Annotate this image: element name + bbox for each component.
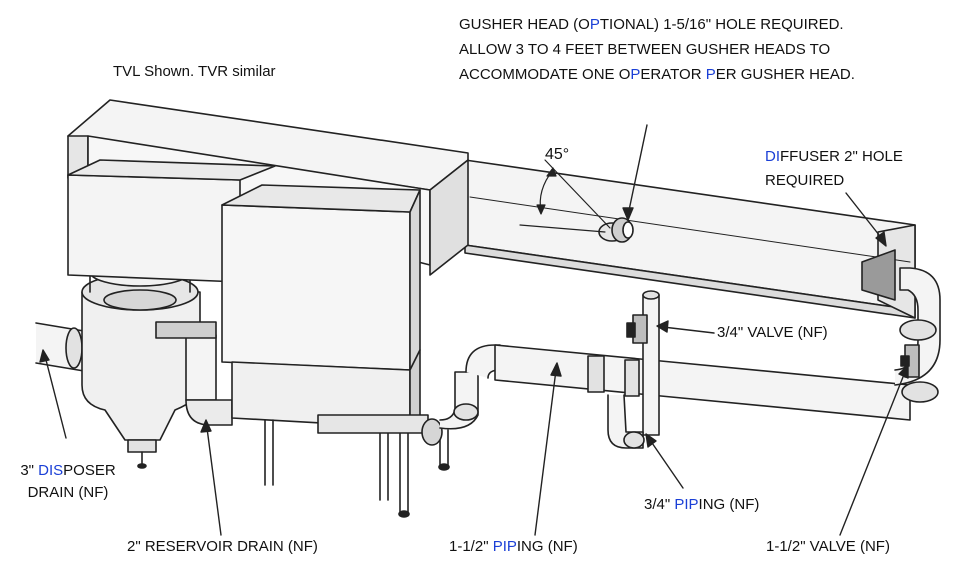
piping-112-line: 1-1/2" PIPING (NF) <box>449 537 578 557</box>
valve-3-4-leader <box>662 326 715 334</box>
label-text: ER GUSHER HEAD. <box>715 66 855 83</box>
label-text: 1-1/2" <box>449 538 493 555</box>
valve-1-1-2-leader <box>839 371 906 536</box>
label-text: DRAIN (NF) <box>27 484 109 501</box>
diffuser-label: DIFFUSER 2" HOLE REQUIRED <box>765 145 903 193</box>
reservoir-drain-pipe <box>155 321 233 426</box>
diffuser-leader <box>845 192 884 241</box>
piping-3-4-leader <box>649 439 684 489</box>
highlight-text: P <box>589 16 600 33</box>
valve-1-1-2-label: 1-1/2" VALVE (NF) <box>766 537 890 557</box>
label-text: ING (NF) <box>516 538 578 555</box>
gusher-line: ALLOW 3 TO 4 FEET BETWEEN GUSHER HEADS T… <box>459 37 855 62</box>
angle-45-marking <box>519 159 611 233</box>
reservoir-leader <box>206 427 222 536</box>
gusher-leader <box>627 124 648 216</box>
caption: TVL Shown. TVR similar <box>113 63 276 80</box>
highlight-text: P <box>630 66 641 83</box>
disposer-unit <box>81 257 201 469</box>
label-text: 3" <box>20 462 39 479</box>
highlight-text: PIP <box>492 538 517 555</box>
gusher-arrow <box>622 207 634 221</box>
piping-3-4-label: 3/4" PIPING (NF) <box>644 495 759 515</box>
diffuser-line: DIFFUSER 2" HOLE <box>765 145 903 169</box>
valve-34-line: 3/4" VALVE (NF) <box>717 323 828 343</box>
piping-1-1-2-arrow <box>550 362 562 377</box>
leader-lines <box>39 124 909 536</box>
disposer-line: DRAIN (NF) <box>20 482 116 504</box>
label-text: ALLOW 3 TO 4 FEET BETWEEN GUSHER HEADS T… <box>459 41 831 58</box>
gusher-line: ACCOMMODATE ONE OPERATOR PER GUSHER HEAD… <box>459 62 855 87</box>
piping-34-line: 3/4" PIPING (NF) <box>644 495 759 515</box>
label-text: ACCOMMODATE ONE O <box>459 66 631 83</box>
sink-body <box>67 99 469 518</box>
disposer-label: 3" DISPOSER DRAIN (NF) <box>20 460 116 504</box>
disposer-line: 3" DISPOSER <box>20 460 116 482</box>
valve-112-line: 1-1/2" VALVE (NF) <box>766 537 890 557</box>
highlight-text: DI <box>765 148 780 165</box>
diffuser-line: REQUIRED <box>765 169 903 193</box>
diffuser-arrow <box>875 231 887 247</box>
gusher-line: GUSHER HEAD (OPTIONAL) 1-5/16" HOLE REQU… <box>459 12 855 37</box>
label-text: 2" RESERVOIR DRAIN (NF) <box>127 538 318 555</box>
reservoir-label: 2" RESERVOIR DRAIN (NF) <box>127 537 318 557</box>
valve-3-4-label: 3/4" VALVE (NF) <box>717 323 828 343</box>
gusher-label: GUSHER HEAD (OPTIONAL) 1-5/16" HOLE REQU… <box>459 12 855 87</box>
reservoir-arrow <box>200 419 212 433</box>
angle-label: 45° <box>545 146 570 163</box>
piping-3-4-arrow <box>645 433 657 448</box>
label-text: 3/4" VALVE (NF) <box>717 324 828 341</box>
label-text: TIONAL) 1-5/16" HOLE REQUIRED. <box>599 16 844 33</box>
label-text: 3/4" <box>644 496 675 513</box>
highlight-text: PIP <box>674 496 699 513</box>
disposer-leader <box>44 355 67 439</box>
label-text: ING (NF) <box>698 496 760 513</box>
highlight-text: P <box>705 66 716 83</box>
diffuser-hole <box>861 249 896 301</box>
highlight-text: DIS <box>38 462 64 479</box>
label-text: ERATOR <box>640 66 706 83</box>
disposer-arrow <box>39 349 50 363</box>
valve-3-4-arrow <box>656 320 669 333</box>
piping-1-1-2-label: 1-1/2" PIPING (NF) <box>449 537 578 557</box>
label-text: POSER <box>63 462 116 479</box>
valve-3-4 <box>626 314 648 344</box>
label-text: 1-1/2" VALVE (NF) <box>766 538 890 555</box>
piping-1-1-2 <box>439 267 941 430</box>
label-text: FFUSER 2" HOLE <box>780 148 903 165</box>
label-text: GUSHER HEAD (O <box>459 16 590 33</box>
piping-1-1-2-leader <box>534 369 557 536</box>
reservoir-line: 2" RESERVOIR DRAIN (NF) <box>127 537 318 557</box>
label-text: REQUIRED <box>765 172 845 189</box>
gusher-head <box>598 217 634 243</box>
valve-1-1-2-arrow <box>898 364 909 379</box>
